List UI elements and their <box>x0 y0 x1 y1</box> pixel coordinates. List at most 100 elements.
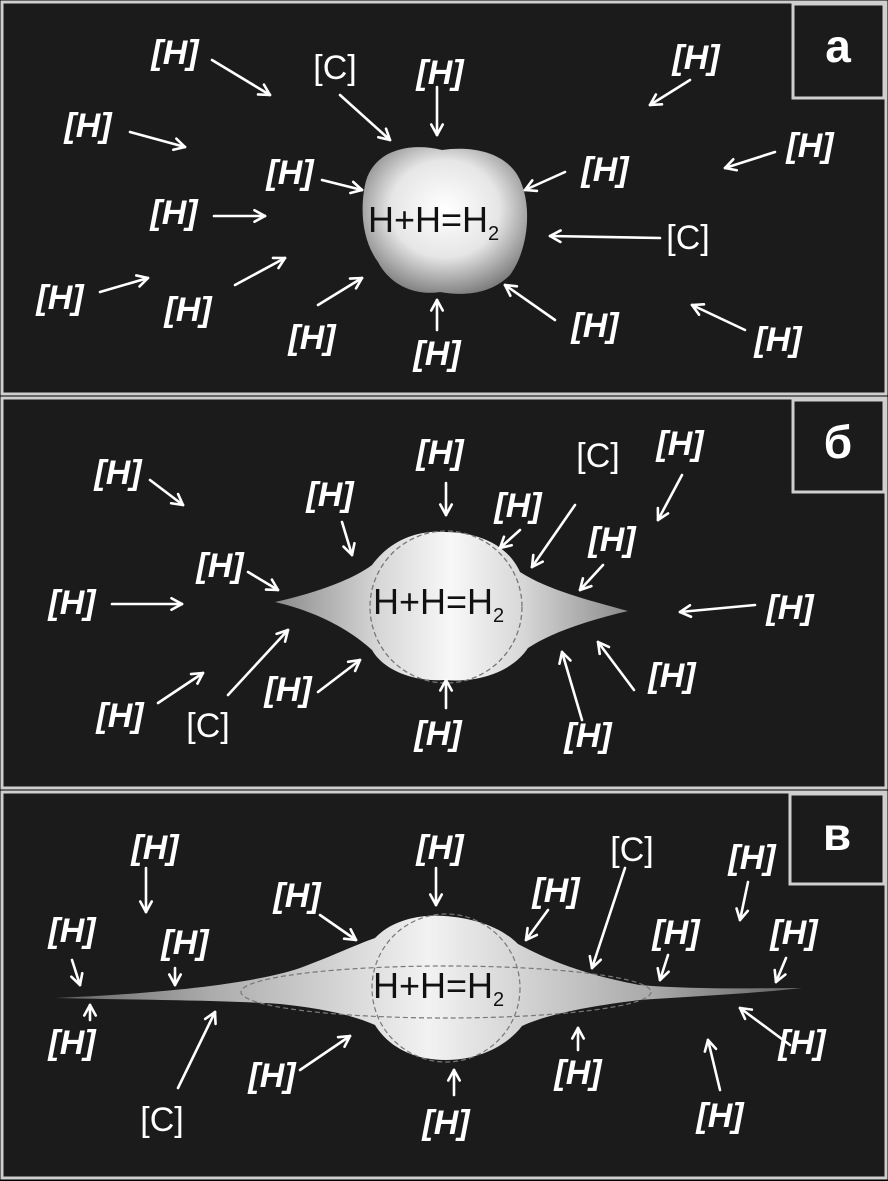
arrow-icon <box>320 178 364 195</box>
arrow-icon <box>70 958 84 987</box>
hydrogen-label: [H] <box>160 924 210 962</box>
reaction-equation: H+H=H2 <box>373 965 504 1011</box>
initial-droplet-outline <box>369 530 523 684</box>
hydrogen-label: [H] <box>727 839 777 877</box>
hydrogen-label: [H] <box>287 319 337 357</box>
label-group: [H][C][H][H][H][H][H][H][H][C][H][H][H][… <box>35 34 835 373</box>
arrow-icon <box>148 478 185 507</box>
hydrogen-label: [H] <box>777 1024 827 1062</box>
arrow-icon <box>446 1068 462 1097</box>
hydrogen-label: [H] <box>47 584 97 622</box>
arrow-icon <box>246 570 280 592</box>
label-group: [H] [H] [C] [H] [H] [H] [H] [H] [H] [H] [H] [H] [H] [… <box>47 829 827 1142</box>
arrow-icon <box>558 650 584 722</box>
hydrogen-label: [H] <box>150 34 200 72</box>
panel-a: а H+H=H2 [H][C][H][H][H][H][H][H][H][C][… <box>0 0 888 396</box>
hydrogen-label: [H] <box>305 476 355 514</box>
arrow-icon <box>128 130 187 152</box>
reaction-equation: H+H=H2 <box>368 199 499 245</box>
arrow-icon <box>438 481 454 517</box>
arrow-icon <box>548 229 662 244</box>
hydrogen-label: [H] <box>415 829 465 867</box>
hydrogen-label: [H] <box>47 1024 97 1062</box>
arrow-icon <box>503 283 557 322</box>
arrow-icon <box>82 1003 98 1022</box>
h2-molecule-thread <box>55 915 802 1060</box>
hydrogen-label: [H] <box>570 307 620 345</box>
panel-letter: а <box>825 20 851 72</box>
arrow-icon <box>735 880 750 922</box>
arrow-icon <box>530 503 577 569</box>
hydrogen-label: [H] <box>63 107 113 145</box>
carbon-label: [C] <box>610 831 653 869</box>
arrow-icon <box>318 913 358 942</box>
arrow-icon <box>773 956 788 984</box>
arrow-icon <box>428 866 444 907</box>
hydrogen-label: [H] <box>493 487 543 525</box>
hydrogen-label: [H] <box>272 877 322 915</box>
arrow-icon <box>703 1038 722 1092</box>
carbon-label: [C] <box>186 707 229 745</box>
arrow-icon <box>340 520 356 557</box>
hydrogen-label: [H] <box>415 54 465 92</box>
hydrogen-label: [H] <box>195 547 245 585</box>
hydrogen-label: [H] <box>580 151 630 189</box>
arrow-icon <box>498 528 522 550</box>
h2-molecule-lens <box>275 531 628 681</box>
arrow-icon <box>678 603 757 619</box>
hydrogen-label: [H] <box>247 1057 297 1095</box>
hydrogen-label: [H] <box>163 291 213 329</box>
arrow-icon <box>138 866 154 914</box>
hydrogen-label: [H] <box>35 279 85 317</box>
panel-letter: в <box>823 808 851 860</box>
arrow-icon <box>98 274 150 294</box>
arrow-icon <box>648 78 692 107</box>
arrow-icon <box>570 1026 586 1052</box>
hydrogen-label: [H] <box>263 671 313 709</box>
reaction-equation: H+H=H2 <box>373 581 504 627</box>
arrow-icon <box>156 671 205 705</box>
arrow-icon <box>438 678 454 710</box>
panel-v: в H+H=H2 [H][H][C][H][H][H][H][H][H][H][… <box>0 790 888 1180</box>
arrow-icon <box>316 276 364 307</box>
hydrogen-label: [H] <box>47 912 97 950</box>
panel-letter: б <box>824 416 852 468</box>
h2-molecule-blob <box>362 147 528 294</box>
arrow-icon <box>298 1034 352 1072</box>
hydrogen-label: [H] <box>413 715 463 753</box>
hydrogen-label: [H] <box>130 829 180 867</box>
arrow-icon <box>316 658 362 694</box>
initial-droplet-outline <box>371 913 521 1063</box>
arrow-icon <box>429 298 445 332</box>
arrow-icon <box>167 966 183 987</box>
arrow-icon <box>338 93 392 142</box>
hydrogen-label: [H] <box>647 657 697 695</box>
arrow-icon <box>233 256 287 287</box>
hydrogen-label: [H] <box>531 872 581 910</box>
arrow-icon <box>656 953 670 982</box>
hydrogen-label: [H] <box>563 717 613 755</box>
hydrogen-label: [H] <box>753 321 803 359</box>
panel-letter-box <box>788 792 886 886</box>
hydrogen-label: [H] <box>95 697 145 735</box>
arrow-icon <box>588 866 627 970</box>
panel-b: б H+H=H2 [H] [H] [C] [H] [H] [H] [H] [H] [H] [H] [… <box>0 396 888 790</box>
hydrogen-label: [H] <box>265 154 315 192</box>
hydrogen-label: [H] <box>412 335 462 373</box>
arrow-icon <box>176 1010 217 1090</box>
hydrogen-label: [H] <box>785 127 835 165</box>
hydrogen-label: [H] <box>93 454 143 492</box>
hydrogen-label: [H] <box>769 914 819 952</box>
carbon-label: [C] <box>140 1101 183 1139</box>
arrow-icon <box>226 628 290 697</box>
hydrogen-label: [H] <box>421 1104 471 1142</box>
arrow-group <box>98 58 777 332</box>
panel-letter-box <box>791 2 886 100</box>
hydrogen-label: [H] <box>587 521 637 559</box>
hydrogen-label: [H] <box>695 1097 745 1135</box>
arrow-group <box>70 866 792 1097</box>
hydrogen-label: [H] <box>651 914 701 952</box>
arrow-group <box>110 473 757 722</box>
arrow-icon <box>690 302 747 332</box>
